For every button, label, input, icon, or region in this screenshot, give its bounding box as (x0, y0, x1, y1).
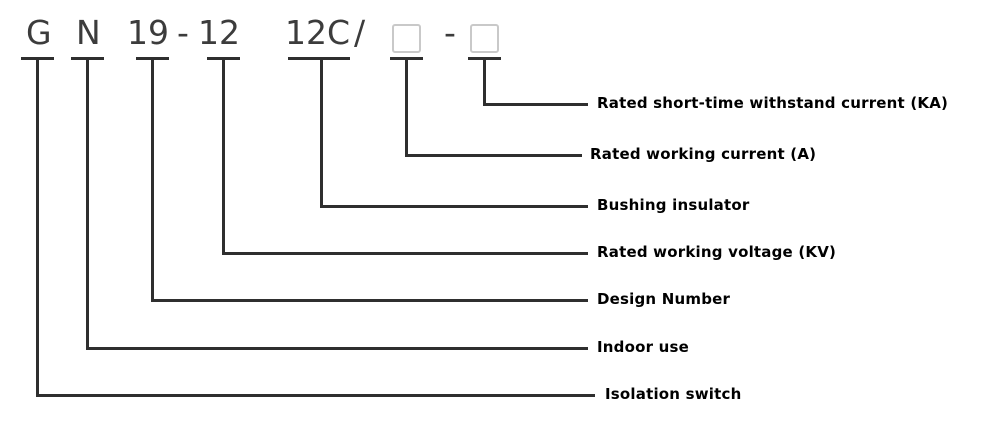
leader-line-design-number (151, 299, 588, 302)
label-indoor-use: Indoor use (597, 338, 690, 356)
underline-bushing-insulator (288, 57, 350, 60)
leader-line-rated-working-voltage (222, 252, 588, 255)
leader-line-indoor-use (86, 347, 588, 350)
code-token-12c: 12C (285, 13, 351, 52)
box-withstand (470, 24, 499, 53)
leader-stem-design-number (151, 60, 154, 299)
label-bushing-insulator: Bushing insulator (597, 196, 750, 214)
leader-line-bushing-insulator (320, 205, 588, 208)
label-rated-working-current: Rated working current (A) (590, 145, 817, 163)
underline-rated-working-current (390, 57, 423, 60)
label-rated-short-time-withstand-current: Rated short-time withstand current (KA) (597, 94, 949, 112)
underline-design-number (136, 57, 169, 60)
leader-stem-bushing-insulator (320, 60, 323, 205)
label-isolation-switch: Isolation switch (605, 385, 742, 403)
code-token-19: 19 (127, 13, 169, 52)
leader-line-rated-short-time-withstand-current (483, 103, 588, 106)
leader-line-rated-working-current (405, 154, 582, 157)
code-token-12: 12 (198, 13, 240, 52)
underline-rated-short-time-withstand-current (468, 57, 501, 60)
leader-line-isolation-switch (36, 394, 595, 397)
leader-stem-rated-working-voltage (222, 60, 225, 252)
code-token-n: N (76, 13, 101, 52)
leader-stem-rated-short-time-withstand-current (483, 60, 486, 103)
label-design-number: Design Number (597, 290, 731, 308)
underline-rated-working-voltage (207, 57, 240, 60)
box-current (392, 24, 421, 53)
underline-indoor-use (71, 57, 104, 60)
code-token-g: G (26, 13, 52, 52)
code-token-dash1: - (177, 13, 189, 52)
leader-stem-isolation-switch (36, 60, 39, 394)
leader-stem-indoor-use (86, 60, 89, 347)
code-token-slash: / (354, 13, 366, 52)
code-token-dash2: - (444, 13, 456, 52)
underline-isolation-switch (21, 57, 54, 60)
leader-stem-rated-working-current (405, 60, 408, 154)
label-rated-working-voltage: Rated working voltage (KV) (597, 243, 837, 261)
